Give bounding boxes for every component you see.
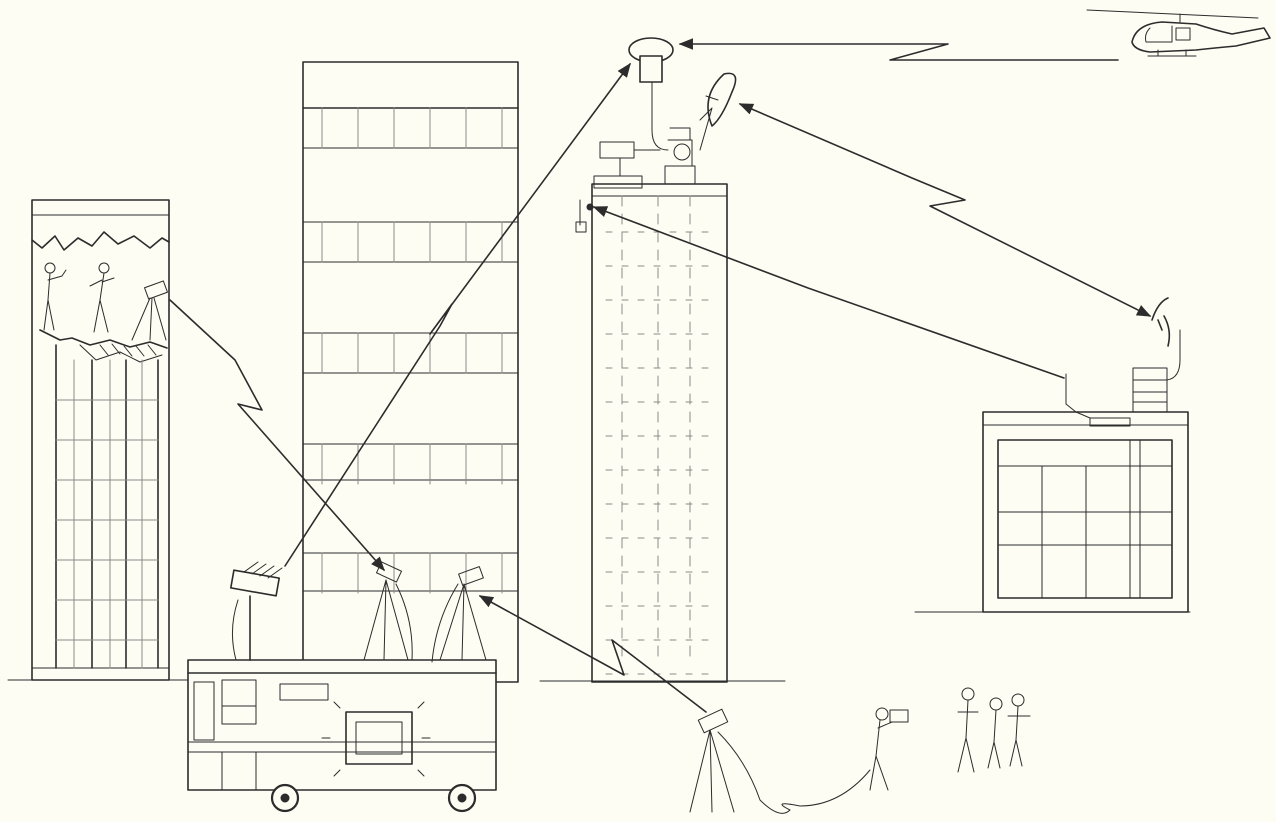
field-tripod [690, 709, 870, 813]
truck-icon [188, 562, 496, 811]
tall-building [576, 82, 727, 682]
link-left-van [170, 300, 384, 570]
camera-operator-icon [870, 708, 908, 790]
tripod-icon [364, 562, 412, 660]
studio-building [983, 298, 1188, 612]
people-icon [958, 688, 1030, 772]
link-relay-studio [740, 104, 1150, 316]
omni-antenna-icon [629, 38, 673, 82]
link-van-antenna [285, 64, 630, 566]
link-field-van [480, 596, 706, 712]
link-helicopter [680, 44, 1118, 60]
tripod-icon [432, 567, 486, 662]
tripod-icon [132, 281, 167, 340]
microwave-dish-icon [700, 73, 736, 150]
studio-dish-icon [1152, 298, 1169, 346]
link-tall-studio [594, 207, 1064, 378]
people-icon [44, 263, 114, 332]
left-building [32, 200, 169, 680]
helicopter-icon [1087, 10, 1270, 56]
ground-lines [8, 612, 1190, 681]
